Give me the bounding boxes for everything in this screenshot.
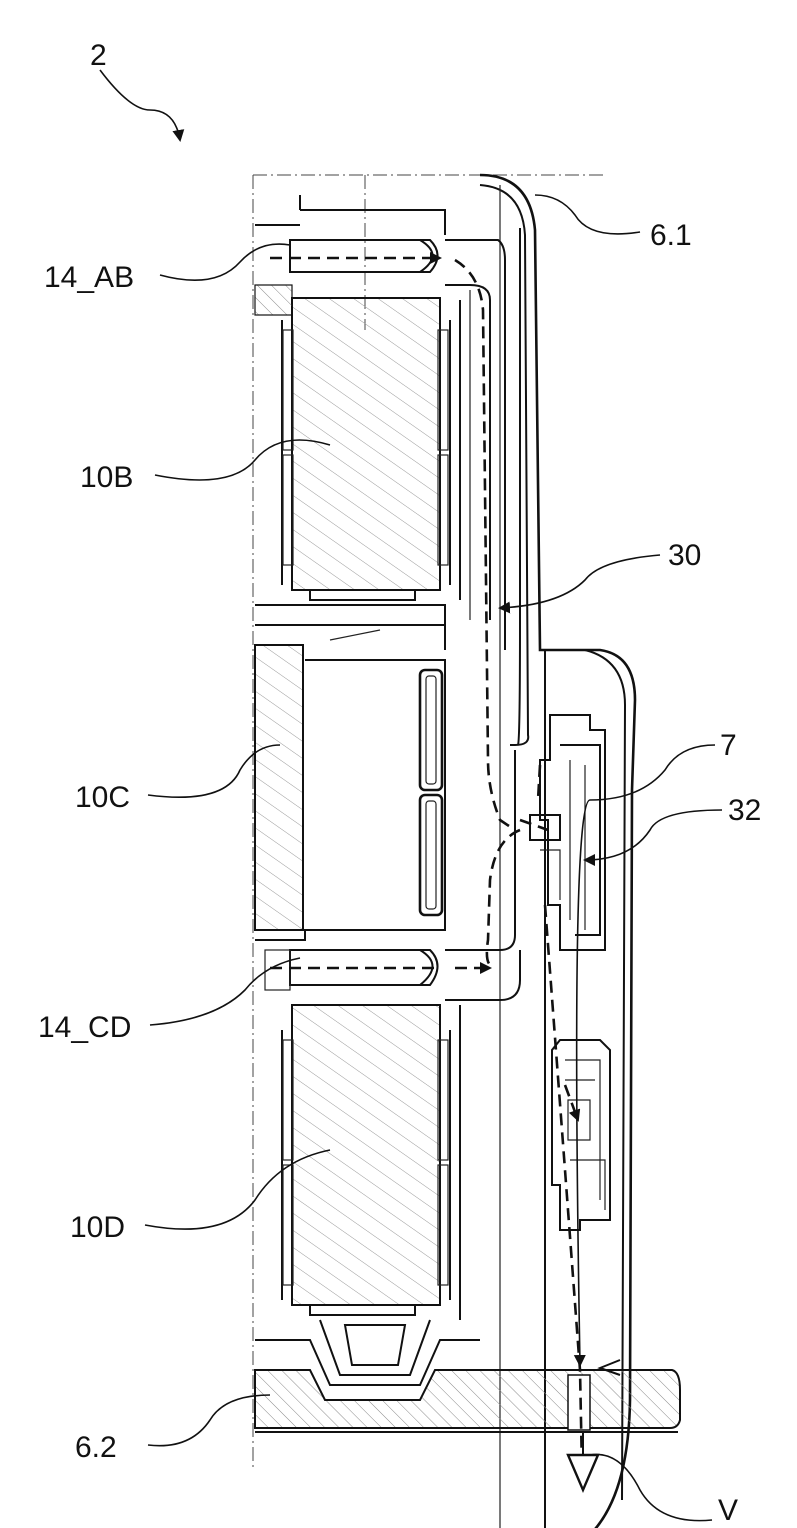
label-device: 2 bbox=[90, 39, 107, 72]
label-valve: 32 bbox=[728, 794, 761, 827]
label-battery-c: 10C bbox=[75, 781, 130, 814]
label-housing-bottom: 6.2 bbox=[75, 1431, 117, 1464]
separator bbox=[255, 605, 445, 650]
label-battery-b: 10B bbox=[80, 461, 133, 494]
lower-module bbox=[552, 1040, 610, 1230]
battery-10b bbox=[255, 195, 460, 600]
label-channel-top: 14_AB bbox=[44, 261, 134, 294]
label-housing-top: 6.1 bbox=[650, 219, 692, 252]
battery-10c bbox=[255, 645, 445, 940]
label-channel-bottom: 14_CD bbox=[38, 1011, 131, 1044]
label-outlet: 7 bbox=[720, 729, 737, 762]
label-vent-direction: V bbox=[718, 1494, 738, 1527]
label-flow-path: 30 bbox=[668, 539, 701, 572]
valve-32 bbox=[530, 715, 605, 950]
lower-housing bbox=[255, 1320, 680, 1432]
upper-housing bbox=[480, 175, 635, 1528]
label-battery-d: 10D bbox=[70, 1211, 125, 1244]
battery-10d bbox=[282, 1005, 460, 1320]
